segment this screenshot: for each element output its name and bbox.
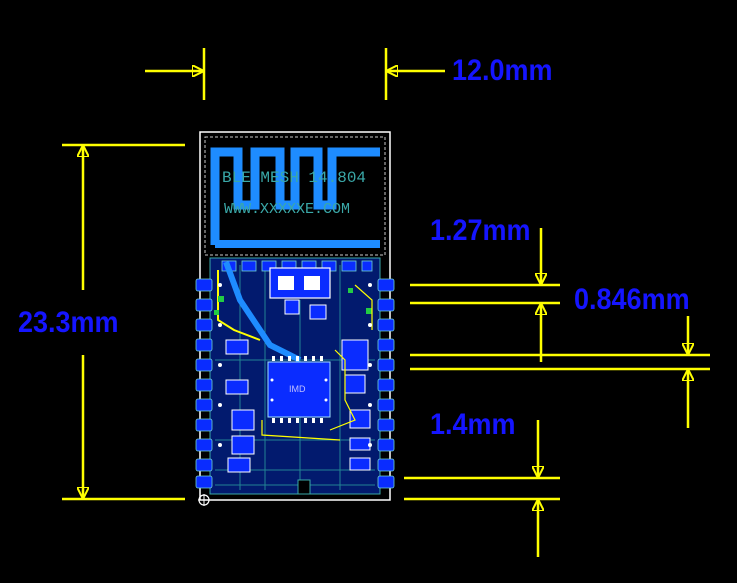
rf-feed-trace xyxy=(217,270,261,341)
vias xyxy=(218,283,372,447)
antenna-keepout xyxy=(204,136,386,256)
soc-chip xyxy=(267,361,331,418)
pin-pitch-dimension-label: 1.27mm xyxy=(430,214,531,247)
silkscreen-website: WWW.XXXXXE.COM xyxy=(224,201,350,218)
pad-width-dimension-label: 0.846mm xyxy=(574,283,690,316)
passive-components xyxy=(225,299,371,473)
dimension-lines xyxy=(62,48,710,557)
green-pads xyxy=(214,288,372,315)
width-dimension-label: 12.0mm xyxy=(452,54,553,87)
left-edge-pads xyxy=(195,278,213,489)
chip-pins xyxy=(272,356,323,423)
pcb-module: BLE MESH 14.804 WWW.XXXXXE.COM xyxy=(195,131,395,506)
chip-label: IMD xyxy=(289,384,306,394)
board-outline xyxy=(199,131,391,501)
right-edge-pads xyxy=(377,278,395,489)
antenna-trace xyxy=(210,147,380,245)
yellow-traces xyxy=(261,284,373,441)
silkscreen-module-name: BLE MESH 14.804 xyxy=(222,169,366,187)
height-dimension-label: 23.3mm xyxy=(18,306,119,339)
bottom-notch xyxy=(297,479,311,495)
pad-gap-dimension-label: 1.4mm xyxy=(430,408,516,441)
